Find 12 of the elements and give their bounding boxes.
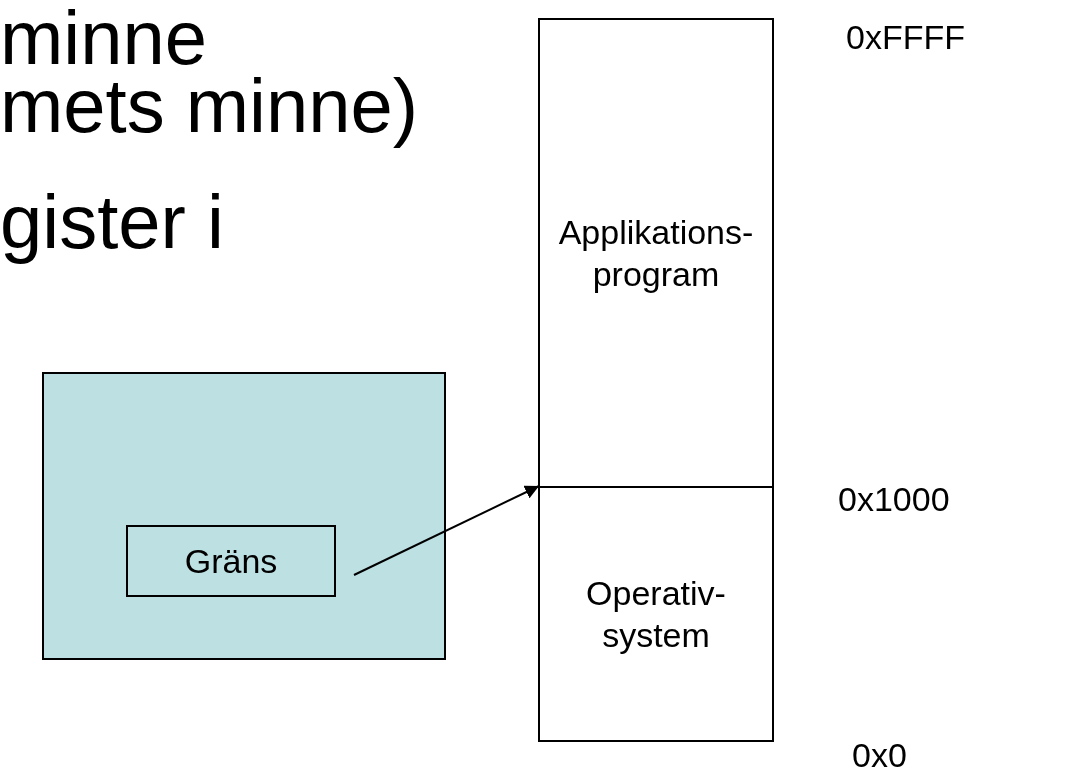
heading-text: minne: [0, 0, 207, 76]
segment-label: Applikations- program: [557, 211, 755, 295]
cpu-panel: [42, 372, 446, 660]
memory-segment: [538, 18, 774, 488]
register-box: [126, 525, 336, 597]
memory-segment: [538, 486, 774, 742]
segment-label: Gräns: [183, 540, 279, 582]
address-label: 0x0: [852, 738, 907, 772]
address-label: 0xFFFF: [846, 20, 965, 54]
address-label: 0x1000: [838, 482, 950, 516]
segment-label: Operativ- system: [585, 572, 727, 656]
arrow: [353, 485, 540, 576]
